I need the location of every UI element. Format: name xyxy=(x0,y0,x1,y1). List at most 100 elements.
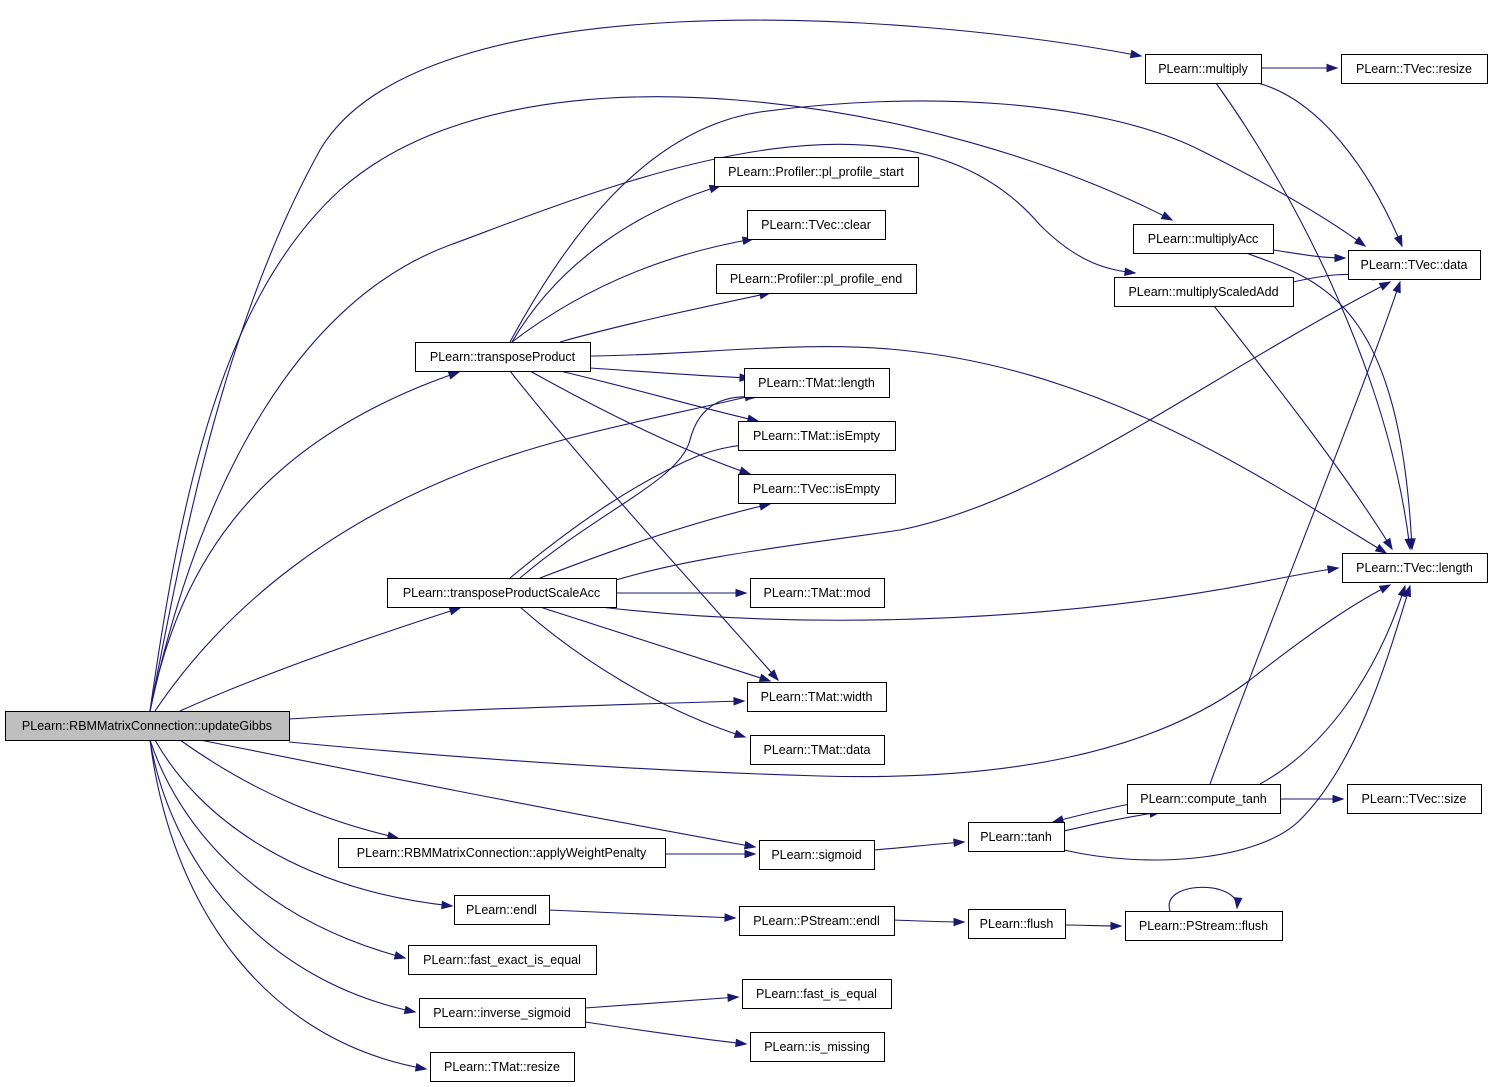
edge-multiply-to-tvec_data xyxy=(1257,82,1403,247)
node-flush[interactable]: PLearn::flush xyxy=(968,909,1066,939)
edge-transposeProduct-to-tvec_length xyxy=(589,346,1387,554)
node-pstream_flush[interactable]: PLearn::PStream::flush xyxy=(1125,911,1283,941)
node-box-tmat_resize[interactable] xyxy=(430,1052,575,1082)
edge-pstream_flush-to-pstream_flush xyxy=(1168,886,1238,912)
node-fast_exact_is_equal[interactable]: PLearn::fast_exact_is_equal xyxy=(408,945,597,975)
node-transposeProduct[interactable]: PLearn::transposeProduct xyxy=(415,342,591,372)
node-label-flush: PLearn::flush xyxy=(980,917,1054,931)
node-box-endl[interactable] xyxy=(454,895,550,925)
node-endl[interactable]: PLearn::endl xyxy=(454,895,550,925)
node-tmat_isEmpty[interactable]: PLearn::TMat::isEmpty xyxy=(738,421,896,451)
edge-compute_tanh-to-tvec_data xyxy=(1209,281,1401,785)
node-label-applyWeightPenalty: PLearn::RBMMatrixConnection::applyWeight… xyxy=(357,846,647,860)
node-compute_tanh[interactable]: PLearn::compute_tanh xyxy=(1127,784,1281,814)
node-box-sigmoid[interactable] xyxy=(759,840,875,870)
node-box-multiply[interactable] xyxy=(1145,54,1262,84)
edge-root-to-tvec_length-arrowhead xyxy=(1378,584,1392,594)
node-box-pl_profile_end[interactable] xyxy=(716,264,917,294)
node-tvec_length[interactable]: PLearn::TVec::length xyxy=(1342,553,1488,583)
edge-root-to-transposeProductScaleAcc xyxy=(179,607,461,712)
node-label-multiply: PLearn::multiply xyxy=(1158,62,1248,76)
edge-transposeProduct-to-tvec_data-arrowhead xyxy=(1354,236,1367,247)
node-fast_is_equal[interactable]: PLearn::fast_is_equal xyxy=(742,979,892,1009)
node-box-tvec_resize[interactable] xyxy=(1341,54,1488,84)
edge-root-to-tmat_width-arrowhead xyxy=(733,696,746,706)
node-label-pl_profile_end: PLearn::Profiler::pl_profile_end xyxy=(730,272,902,286)
node-box-fast_is_equal[interactable] xyxy=(742,979,892,1009)
node-tmat_width[interactable]: PLearn::TMat::width xyxy=(747,682,887,712)
node-box-tvec_length[interactable] xyxy=(1342,553,1488,583)
node-box-tvec_data[interactable] xyxy=(1348,250,1481,280)
node-box-transposeProduct[interactable] xyxy=(415,342,591,372)
node-pl_profile_start[interactable]: PLearn::Profiler::pl_profile_start xyxy=(714,157,919,187)
edge-root-to-multiplyScaledAdd-arrowhead xyxy=(1124,267,1137,277)
edge-transposeProductScaleAcc-to-tvec_length-arrowhead xyxy=(1326,565,1340,574)
node-tvec_isEmpty[interactable]: PLearn::TVec::isEmpty xyxy=(738,474,896,504)
node-label-tvec_length: PLearn::TVec::length xyxy=(1356,561,1473,575)
node-tvec_clear[interactable]: PLearn::TVec::clear xyxy=(747,210,886,240)
edge-transposeProductScaleAcc-to-tmat_width-arrowhead xyxy=(758,673,772,682)
edge-pstream_endl-to-flush-arrowhead xyxy=(953,917,966,927)
node-label-tmat_isEmpty: PLearn::TMat::isEmpty xyxy=(753,429,881,443)
edge-transposeProduct-to-tvec_isEmpty-arrowhead xyxy=(738,466,752,475)
edge-root-to-tmat_resize-arrowhead xyxy=(414,1062,428,1072)
node-root[interactable]: PLearn::RBMMatrixConnection::updateGibbs xyxy=(5,711,290,741)
node-box-inverse_sigmoid[interactable] xyxy=(419,998,586,1028)
edge-inverse_sigmoid-to-fast_is_equal xyxy=(584,996,739,1009)
node-tmat_data[interactable]: PLearn::TMat::data xyxy=(750,735,885,765)
node-box-transposeProductScaleAcc[interactable] xyxy=(387,578,617,608)
node-box-multiplyScaledAdd[interactable] xyxy=(1114,277,1294,307)
node-box-is_missing[interactable] xyxy=(750,1032,885,1062)
node-box-flush[interactable] xyxy=(968,909,1066,939)
node-box-tvec_size[interactable] xyxy=(1347,784,1482,814)
node-transposeProductScaleAcc[interactable]: PLearn::transposeProductScaleAcc xyxy=(387,578,617,608)
node-box-pstream_flush[interactable] xyxy=(1125,911,1283,941)
node-pstream_endl[interactable]: PLearn::PStream::endl xyxy=(739,906,895,936)
node-box-tmat_width[interactable] xyxy=(747,682,887,712)
node-is_missing[interactable]: PLearn::is_missing xyxy=(750,1032,885,1062)
node-box-tmat_mod[interactable] xyxy=(750,578,885,608)
node-box-tmat_data[interactable] xyxy=(750,735,885,765)
edge-multiplyAcc-to-tvec_data-arrowhead xyxy=(1334,253,1347,263)
edge-multiplyAcc-to-tvec_length-arrowhead xyxy=(1407,538,1416,551)
node-box-applyWeightPenalty[interactable] xyxy=(338,838,666,868)
node-tvec_resize[interactable]: PLearn::TVec::resize xyxy=(1341,54,1488,84)
node-applyWeightPenalty[interactable]: PLearn::RBMMatrixConnection::applyWeight… xyxy=(338,838,666,868)
edge-root-to-applyWeightPenalty xyxy=(179,739,399,839)
node-box-root[interactable] xyxy=(5,711,290,741)
node-box-compute_tanh[interactable] xyxy=(1127,784,1281,814)
edge-sigmoid-to-tanh-arrowhead xyxy=(953,838,966,848)
edge-root-to-inverse_sigmoid-arrowhead xyxy=(403,1005,417,1015)
edge-root-to-tmat_resize xyxy=(149,739,427,1070)
edge-root-to-fast_exact_is_equal-arrowhead xyxy=(393,951,407,960)
node-box-fast_exact_is_equal[interactable] xyxy=(408,945,597,975)
node-sigmoid[interactable]: PLearn::sigmoid xyxy=(759,840,875,870)
node-box-tvec_isEmpty[interactable] xyxy=(738,474,896,504)
node-label-tvec_clear: PLearn::TVec::clear xyxy=(761,218,871,232)
node-box-tmat_isEmpty[interactable] xyxy=(738,421,896,451)
node-label-tmat_data: PLearn::TMat::data xyxy=(763,743,870,757)
node-box-tanh[interactable] xyxy=(968,822,1065,852)
node-inverse_sigmoid[interactable]: PLearn::inverse_sigmoid xyxy=(419,998,586,1028)
edge-transposeProductScaleAcc-to-tmat_mod-arrowhead xyxy=(735,588,748,598)
edge-inverse_sigmoid-to-is_missing-arrowhead xyxy=(735,1038,748,1048)
node-pl_profile_end[interactable]: PLearn::Profiler::pl_profile_end xyxy=(716,264,917,294)
node-tmat_resize[interactable]: PLearn::TMat::resize xyxy=(430,1052,575,1082)
node-box-multiplyAcc[interactable] xyxy=(1133,224,1274,254)
node-tvec_data[interactable]: PLearn::TVec::data xyxy=(1348,250,1481,280)
edge-transposeProductScaleAcc-to-tmat_width xyxy=(539,606,771,682)
edge-transposeProduct-to-tvec_isEmpty xyxy=(529,370,751,475)
node-box-tmat_length[interactable] xyxy=(744,368,890,398)
node-multiplyScaledAdd[interactable]: PLearn::multiplyScaledAdd xyxy=(1114,277,1294,307)
node-box-pstream_endl[interactable] xyxy=(739,906,895,936)
node-box-pl_profile_start[interactable] xyxy=(714,157,919,187)
node-label-pstream_flush: PLearn::PStream::flush xyxy=(1139,919,1268,933)
node-box-tvec_clear[interactable] xyxy=(747,210,886,240)
edge-root-to-tmat_width xyxy=(288,700,745,720)
node-multiply[interactable]: PLearn::multiply xyxy=(1145,54,1262,84)
node-tanh[interactable]: PLearn::tanh xyxy=(968,822,1065,852)
node-tvec_size[interactable]: PLearn::TVec::size xyxy=(1347,784,1482,814)
node-tmat_mod[interactable]: PLearn::TMat::mod xyxy=(750,578,885,608)
node-tmat_length[interactable]: PLearn::TMat::length xyxy=(744,368,890,398)
node-multiplyAcc[interactable]: PLearn::multiplyAcc xyxy=(1133,224,1274,254)
